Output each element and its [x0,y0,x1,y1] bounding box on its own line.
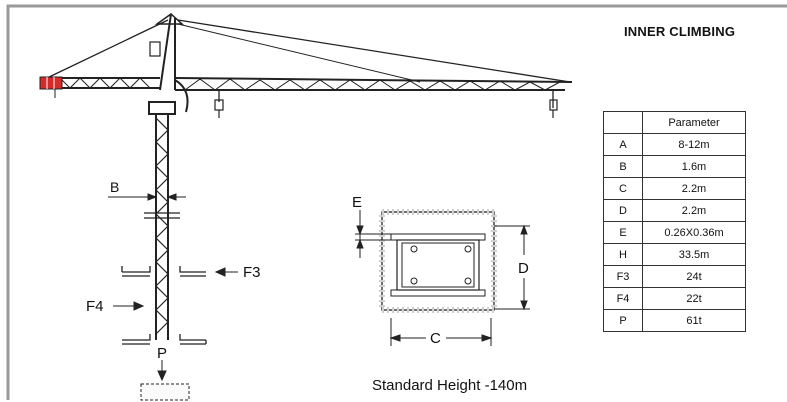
table-cell-value: 33.5m [642,243,746,266]
standard-height-caption: Standard Height -140m [372,377,528,394]
table-header-row: Parameter [603,111,746,134]
tower-mast [144,114,180,340]
collar-supports [121,266,207,345]
rear-pendant-line [46,19,169,79]
table-cell-value: 22t [642,287,746,310]
table-cell-key: A [603,133,643,156]
page-title: INNER CLIMBING [624,24,736,39]
dimension-b [108,193,186,201]
table-cell-value: 0.26X0.36m [642,221,746,244]
main-jib [174,77,573,118]
table-cell-key: E [603,221,643,244]
label-e: E [352,194,362,211]
counterweight-block [39,76,63,90]
table-cell-value: 2.2m [642,199,746,222]
p-arrow [157,360,167,382]
table-cell-key: C [603,177,643,200]
table-header-parameter: Parameter [642,111,746,134]
table-cell-key: D [603,199,643,222]
table-cell-key: H [603,243,643,266]
table-cell-key: P [603,309,643,332]
label-d: D [518,260,529,277]
table-cell-value: 8-12m [642,133,746,156]
slewing-unit [148,101,176,115]
upper-beam [390,233,486,241]
table-header-key [603,111,643,134]
front-pendant-line [177,19,571,83]
table-cell-key: F3 [603,265,643,288]
tower-crane [39,13,573,340]
label-c: C [430,330,441,347]
frame-border [6,4,787,400]
counter-jib [39,76,160,98]
trolley-hook [214,90,224,118]
climbing-frame [396,239,480,291]
dimension-c [389,318,493,346]
dimension-e [355,210,391,258]
plan-view [379,209,497,313]
table-cell-key: F4 [603,287,643,310]
f4-arrow [113,301,145,311]
slewing-cab [174,79,189,113]
inner-pendant-line [177,23,421,83]
foundation-block [140,383,190,401]
label-b: B [110,179,119,195]
dimension-d [494,224,530,311]
f3-arrow [214,267,238,277]
table-cell-value: 61t [642,309,746,332]
table-cell-value: 1.6m [642,155,746,178]
table-cell-value: 24t [642,265,746,288]
apex-mast [159,13,172,91]
label-f4: F4 [86,298,104,315]
table-cell-key: B [603,155,643,178]
lower-beam [390,289,486,297]
opening-outline [381,211,495,311]
mast-section [401,242,475,288]
table-cell-value: 2.2m [642,177,746,200]
label-f3: F3 [243,264,261,281]
label-p: P [157,345,167,362]
